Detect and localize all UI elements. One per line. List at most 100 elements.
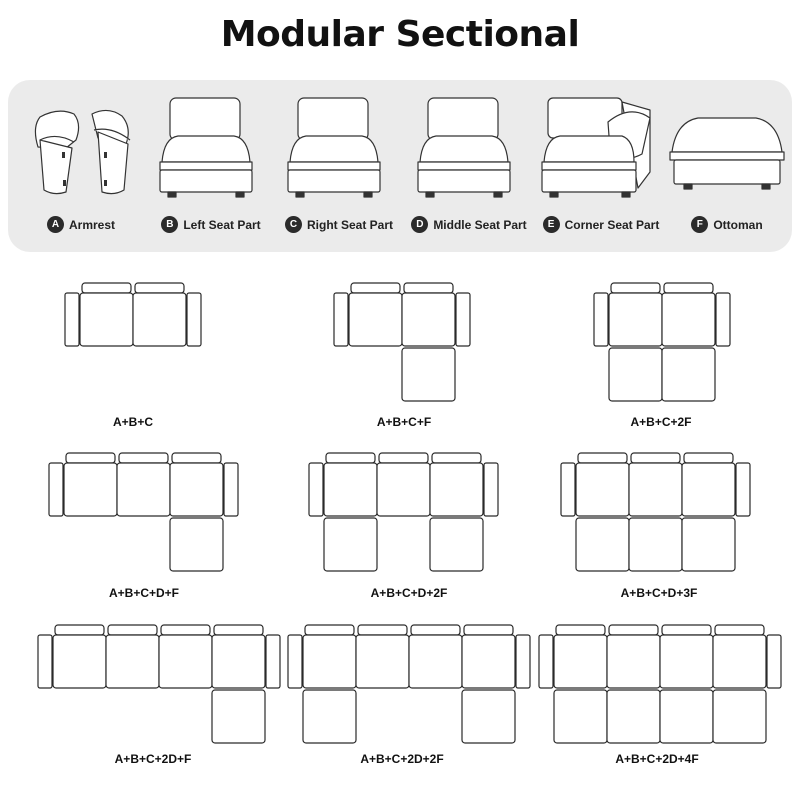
ottoman: [553, 689, 608, 744]
sectional-layout-icon: [287, 624, 531, 744]
part-letter-badge: C: [284, 216, 302, 233]
part-name: Left Seat Part: [183, 217, 261, 232]
configuration-label: A+B+C+F: [376, 415, 432, 429]
backrest: [213, 624, 264, 636]
backrest: [107, 624, 158, 636]
configuration-label: A+B+C+2D+4F: [615, 752, 699, 766]
part-corner-seat: E Corner Seat Part: [538, 92, 664, 242]
backrest: [608, 624, 659, 636]
backrest: [663, 282, 714, 294]
seat: [575, 462, 630, 517]
seat: [681, 462, 736, 517]
part-letter-badge: B: [161, 216, 179, 233]
sectional-layout-icon: [64, 282, 202, 347]
seat: [606, 634, 661, 689]
part-name: Right Seat Part: [306, 217, 393, 232]
part-name: Corner Seat Part: [564, 217, 660, 232]
seat: [661, 292, 716, 347]
ottoman-icon: [669, 117, 785, 190]
configuration-label: A+B+C+2D+F: [114, 752, 192, 766]
backrest: [325, 452, 376, 464]
seat: [429, 462, 484, 517]
backrest: [714, 624, 765, 636]
configuration-label: A+B+C+D+3F: [620, 586, 698, 600]
seat-icon: [417, 97, 511, 198]
seat: [355, 634, 410, 689]
armrest-right: [455, 292, 471, 347]
backrest: [403, 282, 454, 294]
ottoman: [628, 517, 683, 572]
configuration-label: A+B+C+2D+2F: [360, 752, 444, 766]
configuration-2: [333, 282, 471, 404]
backrest: [378, 452, 429, 464]
part-name: Ottoman: [713, 217, 763, 232]
seat: [401, 292, 456, 347]
seat: [628, 462, 683, 517]
seat: [116, 462, 171, 517]
backrest: [357, 624, 408, 636]
part-letter-badge: E: [542, 216, 560, 233]
configuration-label: A+B+C+2F: [630, 415, 692, 429]
armrest-left: [333, 292, 349, 347]
backrest: [304, 624, 355, 636]
seat: [211, 634, 266, 689]
backrest: [171, 452, 222, 464]
part-name: Middle Seat Part: [433, 217, 527, 232]
sectional-layout-icon: [560, 452, 751, 572]
backrest: [160, 624, 211, 636]
part-label: D Middle Seat Part: [406, 216, 532, 233]
seat: [553, 634, 608, 689]
backrest: [118, 452, 169, 464]
armrest-right: [223, 462, 239, 517]
backrest: [683, 452, 734, 464]
seat: [323, 462, 378, 517]
part-left-seat: B Left Seat Part: [148, 92, 274, 242]
backrest: [410, 624, 461, 636]
backrest: [431, 452, 482, 464]
seat: [408, 634, 463, 689]
ottoman: [401, 347, 456, 402]
configuration-9: [538, 624, 782, 746]
armrest-right: [715, 292, 731, 347]
armrest-icon: [34, 109, 131, 195]
configuration-5: [308, 452, 499, 574]
backrest: [555, 624, 606, 636]
backrest: [661, 624, 712, 636]
configuration-3: [593, 282, 731, 404]
ottoman: [659, 689, 714, 744]
armrest-left: [308, 462, 324, 517]
ottoman: [323, 517, 378, 572]
backrest: [54, 624, 105, 636]
armrest-right: [515, 634, 531, 689]
armrest-right: [483, 462, 499, 517]
part-letter-badge: D: [411, 216, 429, 233]
backrest: [630, 452, 681, 464]
part-label: B Left Seat Part: [148, 216, 274, 233]
configuration-6: [560, 452, 751, 574]
part-label: F Ottoman: [664, 216, 790, 233]
configuration-4: [48, 452, 239, 574]
backrest: [134, 282, 185, 294]
sectional-layout-icon: [593, 282, 731, 402]
part-right-seat: C Right Seat Part: [276, 92, 402, 242]
part-label: E Corner Seat Part: [538, 216, 664, 233]
part-ottoman: F Ottoman: [664, 92, 790, 242]
sectional-layout-icon: [333, 282, 471, 402]
ottoman: [461, 689, 516, 744]
part-label: C Right Seat Part: [276, 216, 402, 233]
ottoman: [606, 689, 661, 744]
sectional-layout-icon: [48, 452, 239, 572]
part-letter-badge: A: [46, 216, 64, 233]
backrest: [463, 624, 514, 636]
armrest-right: [265, 634, 281, 689]
parts-panel: A Armrest B Left Seat Part: [8, 80, 792, 252]
configuration-label: A+B+C+D+2F: [370, 586, 448, 600]
seat-icon: [159, 97, 253, 198]
configuration-1: [64, 282, 202, 404]
ottoman: [661, 347, 716, 402]
backrest: [65, 452, 116, 464]
sectional-layout-icon: [37, 624, 281, 744]
seat: [302, 634, 357, 689]
seat: [348, 292, 403, 347]
part-name: Armrest: [68, 217, 116, 232]
